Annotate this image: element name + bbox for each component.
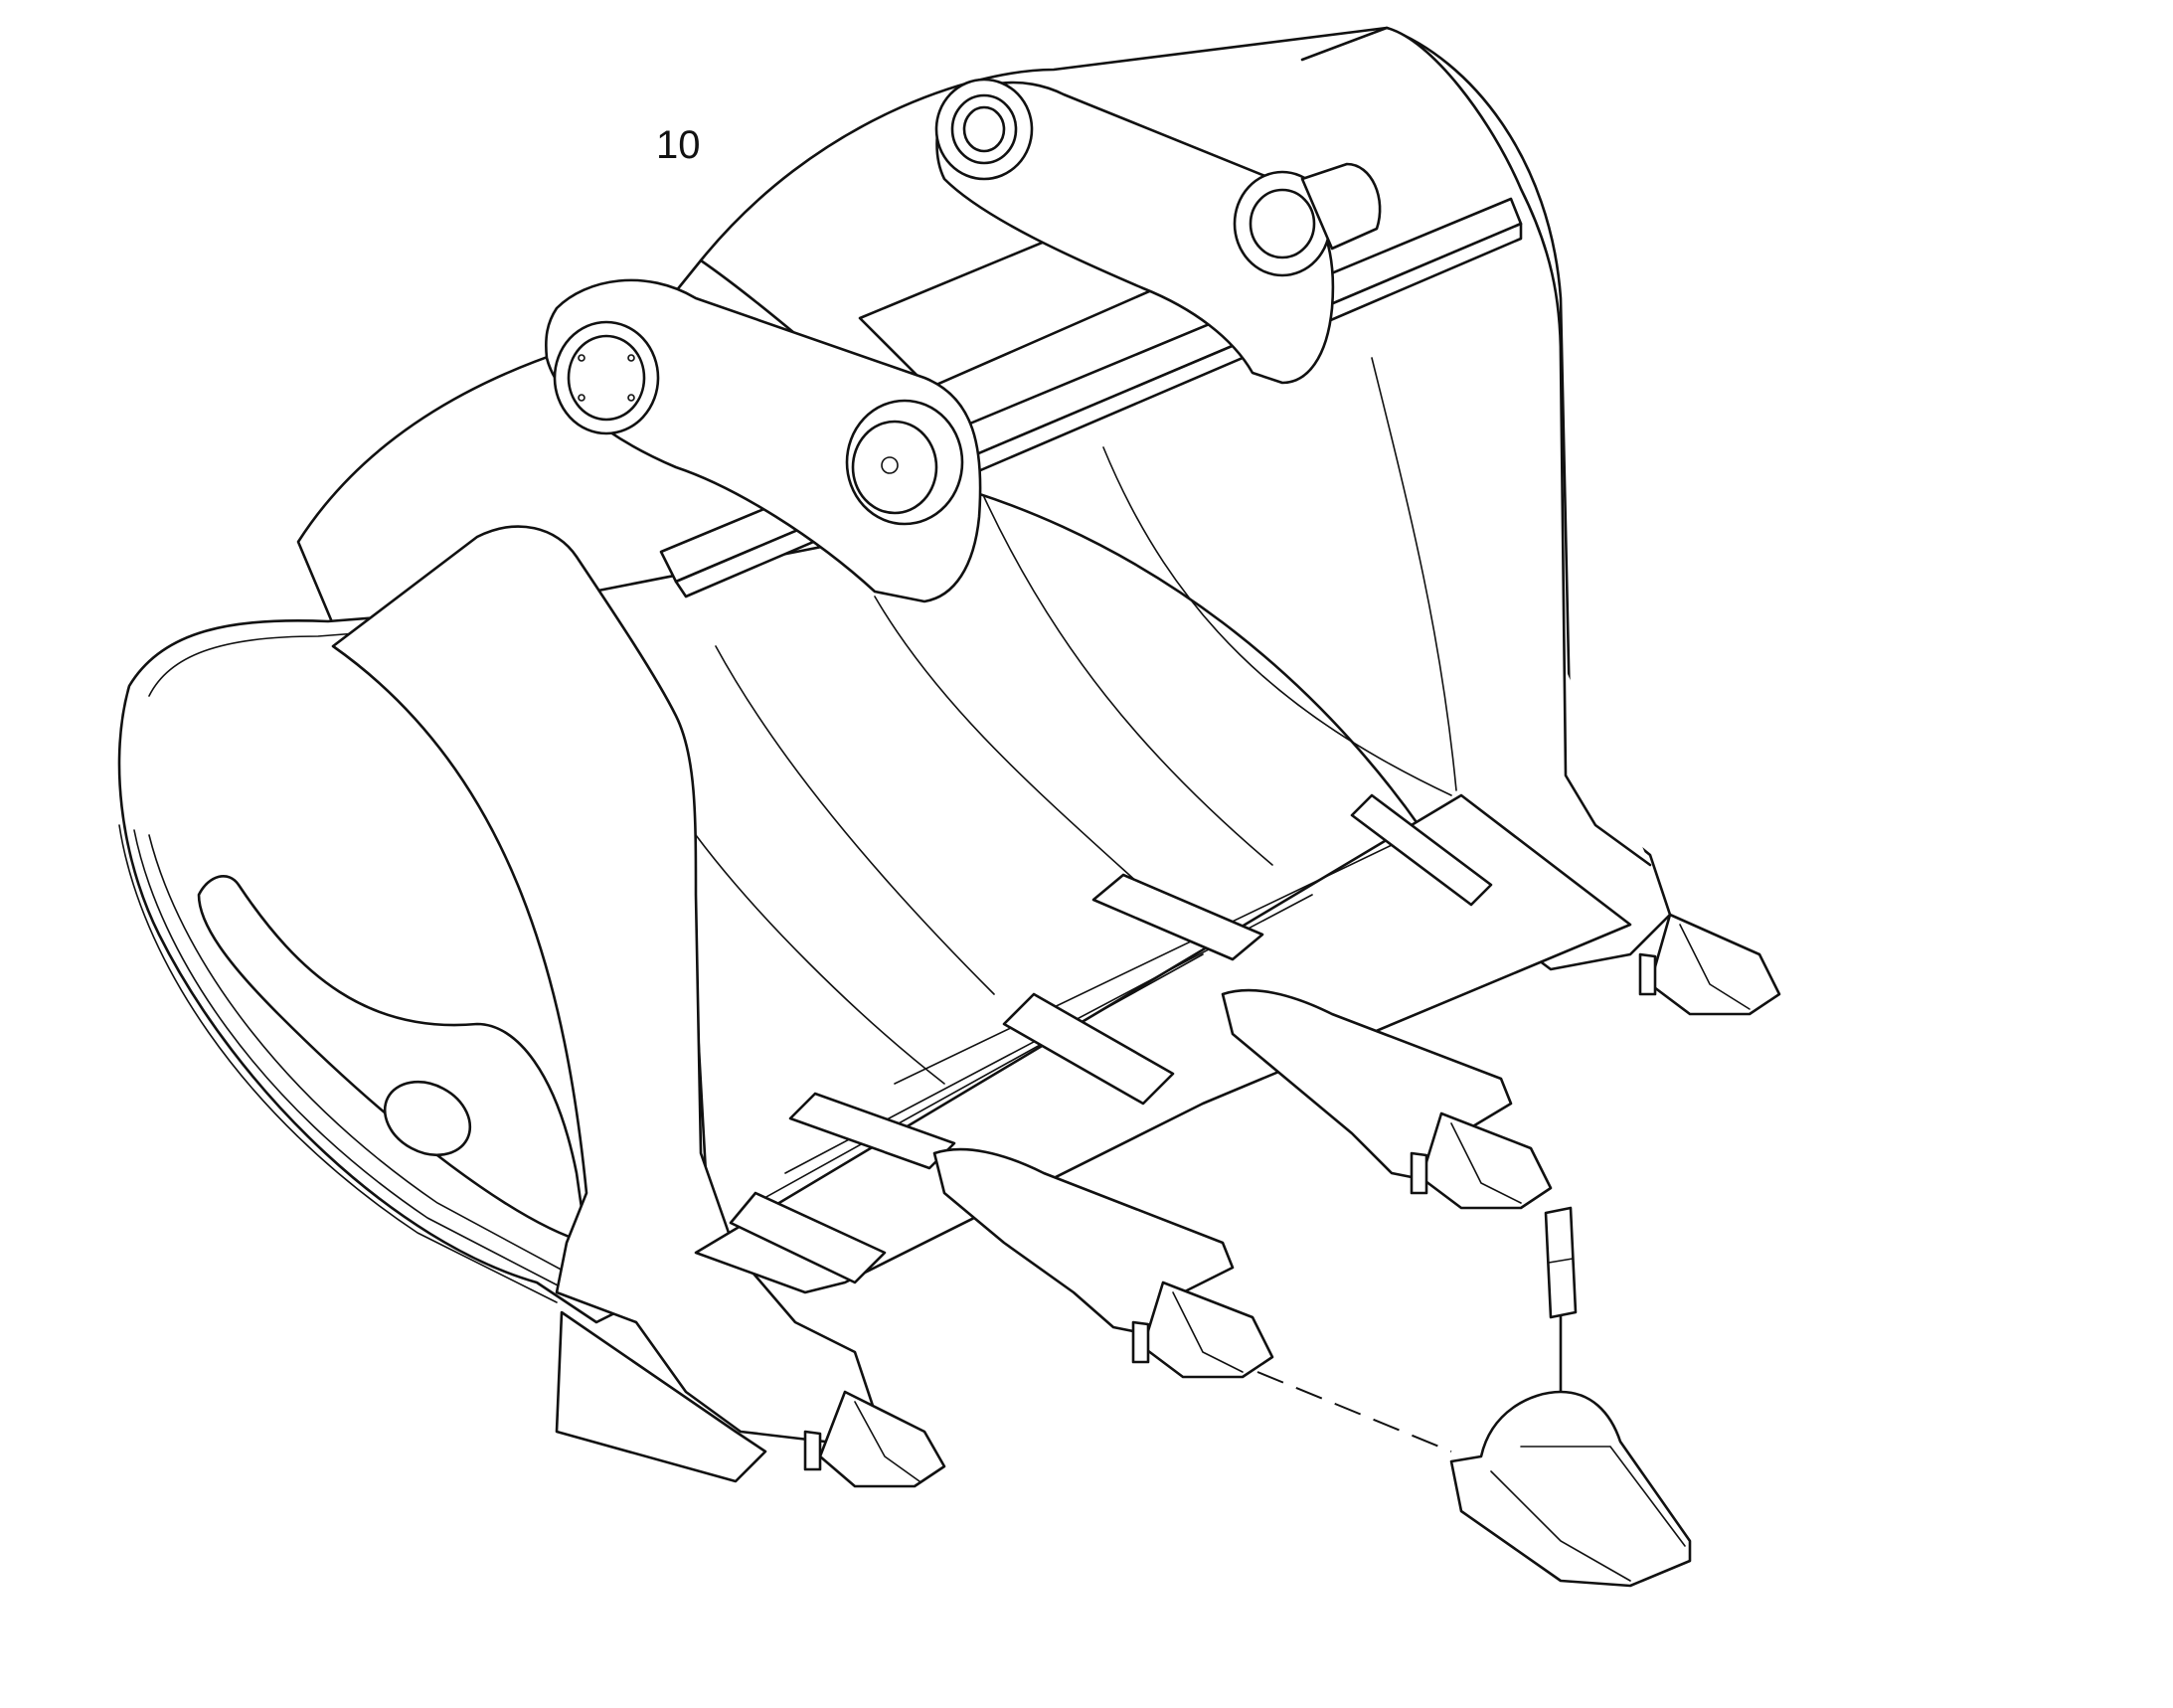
retaining-pin	[1544, 1206, 1578, 1319]
floor-line-3	[754, 953, 1204, 1204]
floor-slat-4	[788, 1092, 956, 1170]
rib-line-2	[1102, 446, 1452, 796]
middle-tine-arm-2	[932, 1147, 1235, 1339]
assembly-dashed-line	[1256, 1371, 1452, 1452]
left-cheek-inner-line	[148, 620, 513, 697]
left-cheek-cutout	[197, 875, 588, 1245]
replacement-tooth	[1449, 1390, 1692, 1588]
left-cheek-edge-1	[118, 824, 558, 1303]
floor-slat-5	[729, 1191, 887, 1284]
right-mount-ear	[935, 81, 1335, 385]
rib-line-3	[983, 496, 1273, 866]
bucket-floor-plate	[694, 793, 1632, 1294]
floor-slat-2	[1091, 873, 1264, 961]
tooth-right	[1638, 913, 1781, 1016]
left-cheek-edge-3	[148, 834, 568, 1274]
right-rear-bushing	[934, 78, 1034, 181]
left-front-pin	[845, 399, 964, 526]
left-wear-strip	[555, 1310, 767, 1483]
tooth-middle-2	[1131, 1281, 1274, 1379]
rib-line-4	[874, 596, 1174, 916]
left-cheek-edge-2	[133, 829, 563, 1288]
tooth-middle-1	[1410, 1111, 1553, 1210]
rib-line-1	[1371, 357, 1457, 791]
floor-slat-3	[1002, 992, 1175, 1106]
tooth-left	[803, 1390, 946, 1488]
floor-slat-1	[1350, 793, 1493, 907]
right-front-bushing	[1233, 162, 1382, 277]
rib-line-6	[695, 834, 945, 1085]
right-tine-frame	[1300, 26, 1652, 867]
rib-line-5	[715, 645, 995, 995]
floor-line-1	[894, 844, 1393, 1085]
left-tine-frame	[331, 525, 877, 1444]
left-rear-pin	[553, 320, 660, 435]
callout-label: 10	[656, 123, 701, 167]
left-cheek-hole	[383, 1080, 472, 1157]
